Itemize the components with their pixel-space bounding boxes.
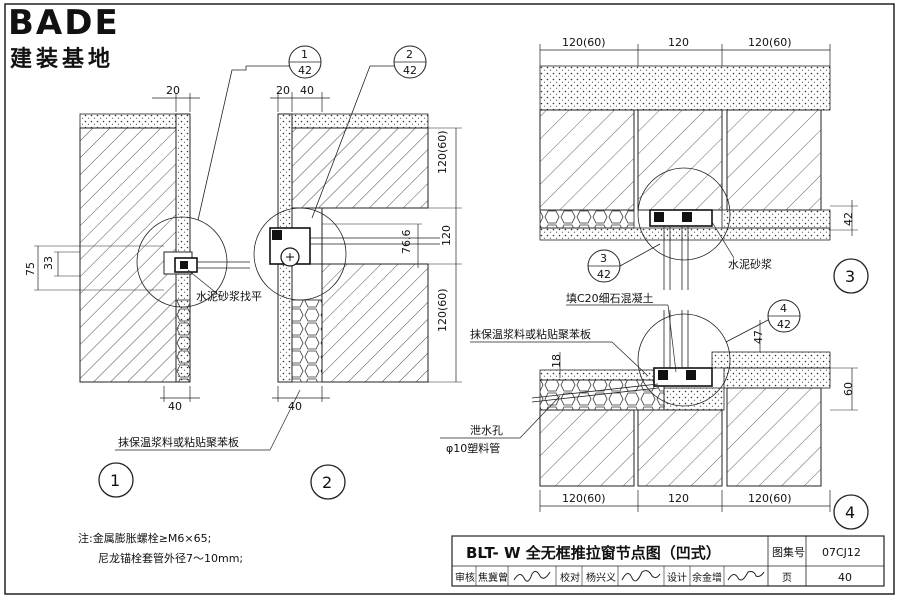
detail-label: 4 <box>845 503 855 522</box>
design-label: 设计 <box>667 571 687 584</box>
logo-subtitle: 建装基地 <box>10 47 114 72</box>
check-label: 校对 <box>560 571 580 584</box>
wall-hatch-bottom <box>321 263 429 383</box>
callout-sheet: 42 <box>403 64 417 77</box>
note-fill: 填C20细石混凝土 <box>566 291 654 305</box>
window-frame <box>653 367 713 387</box>
check-name: 杨兴义 <box>586 571 616 584</box>
wall-hatch <box>539 409 635 487</box>
detail-label: 2 <box>322 473 332 492</box>
page-value: 40 <box>838 571 852 584</box>
dim-b: 120 <box>668 492 689 505</box>
note-line-2: 尼龙锚栓套管外径7～10mm; <box>98 551 243 565</box>
sheet-frame <box>4 3 895 595</box>
note-drain-pipe: φ10塑料管 <box>446 441 500 455</box>
note-line-1: 注:金属膨胀螺栓≥M6×65; <box>78 531 211 545</box>
callout-num: 2 <box>406 48 413 61</box>
atlas-value: 07CJ12 <box>822 546 861 559</box>
insulation-band <box>539 209 635 229</box>
logo: BADE 建装基地 <box>8 3 120 72</box>
dim-right-1: 120(60) <box>436 130 449 174</box>
note-insulation: 抹保温浆料或粘贴聚苯板 <box>118 435 239 449</box>
dim-right-2: 120 <box>440 225 453 246</box>
callout-sheet: 42 <box>298 64 312 77</box>
dim-right-3: 120(60) <box>436 288 449 332</box>
window-frame <box>649 209 713 227</box>
callout-num: 4 <box>780 302 787 315</box>
detail-3: 120(60) 120 120(60) 42 3 42 水泥砂浆 3 <box>539 36 869 294</box>
detail-label-circle <box>98 462 134 498</box>
title-block: BLT- W 全无框推拉窗节点图（凹式） 图集号 07CJ12 审核 焦冀曾 校… <box>451 535 885 587</box>
check-signature <box>621 570 661 582</box>
design-name: 余金增 <box>692 571 722 584</box>
drawing-title: BLT- W 全无框推拉窗节点图（凹式） <box>466 544 721 562</box>
callout-num: 3 <box>600 252 607 265</box>
review-signature <box>513 570 551 582</box>
detail-label-circle <box>833 494 869 530</box>
dim-60: 60 <box>842 382 855 396</box>
atlas-label: 图集号 <box>772 545 805 559</box>
dim-47: 47 <box>752 330 765 344</box>
detail-circle <box>637 313 731 407</box>
logo-brand: BADE <box>8 3 120 43</box>
wall-hatch <box>539 109 635 211</box>
dim-right: 42 <box>842 212 855 226</box>
detail-circle <box>637 167 731 261</box>
detail-label: 3 <box>845 267 855 286</box>
detail-label-circle <box>310 464 346 500</box>
insulation-band <box>175 299 191 383</box>
dim-b: 120 <box>668 36 689 49</box>
callout-num: 1 <box>301 48 308 61</box>
detail-1: 20 75 33 40 1 42 水泥砂浆找平 1 <box>24 45 322 498</box>
dim-a: 120(60) <box>562 36 606 49</box>
detail-label: 1 <box>110 471 120 490</box>
wall-hatch-top <box>291 127 429 209</box>
detail-label-circle <box>833 258 869 294</box>
dim-top: 20 <box>166 84 180 97</box>
dim-c: 120(60) <box>748 36 792 49</box>
dim-c: 120(60) <box>748 492 792 505</box>
callout-sheet: 42 <box>777 318 791 331</box>
dim-bottom: 40 <box>168 400 182 413</box>
wall-hatch <box>79 127 177 383</box>
dim-top-a: 20 <box>276 84 290 97</box>
dim-a: 120(60) <box>562 492 606 505</box>
note-drain-hole: 泄水孔 <box>470 424 503 437</box>
review-label: 审核 <box>455 571 475 584</box>
dim-inner: 76.6 <box>400 230 413 255</box>
insulation-band <box>291 299 323 383</box>
dim-left-inner: 33 <box>42 256 55 270</box>
dim-left-outer: 75 <box>24 262 37 276</box>
dim-18: 18 <box>550 354 563 368</box>
design-signature <box>727 571 765 581</box>
detail-circle <box>253 207 347 301</box>
review-name: 焦冀曾 <box>478 571 508 584</box>
page-label: 页 <box>782 572 792 584</box>
detail-4: 120(60) 120 120(60) 47 18 60 4 42 填C20细石… <box>440 291 869 530</box>
dim-bottom: 40 <box>288 400 302 413</box>
note-mortar: 水泥砂浆 <box>728 257 772 271</box>
note-insulation: 抹保温浆料或粘贴聚苯板 <box>470 327 591 341</box>
detail-2: 20 40 120(60) 120 120(60) 76.6 40 2 42 2 <box>253 45 462 500</box>
dim-top-b: 40 <box>300 84 314 97</box>
note-leveling: 水泥砂浆找平 <box>196 289 262 303</box>
callout-sheet: 42 <box>597 268 611 281</box>
